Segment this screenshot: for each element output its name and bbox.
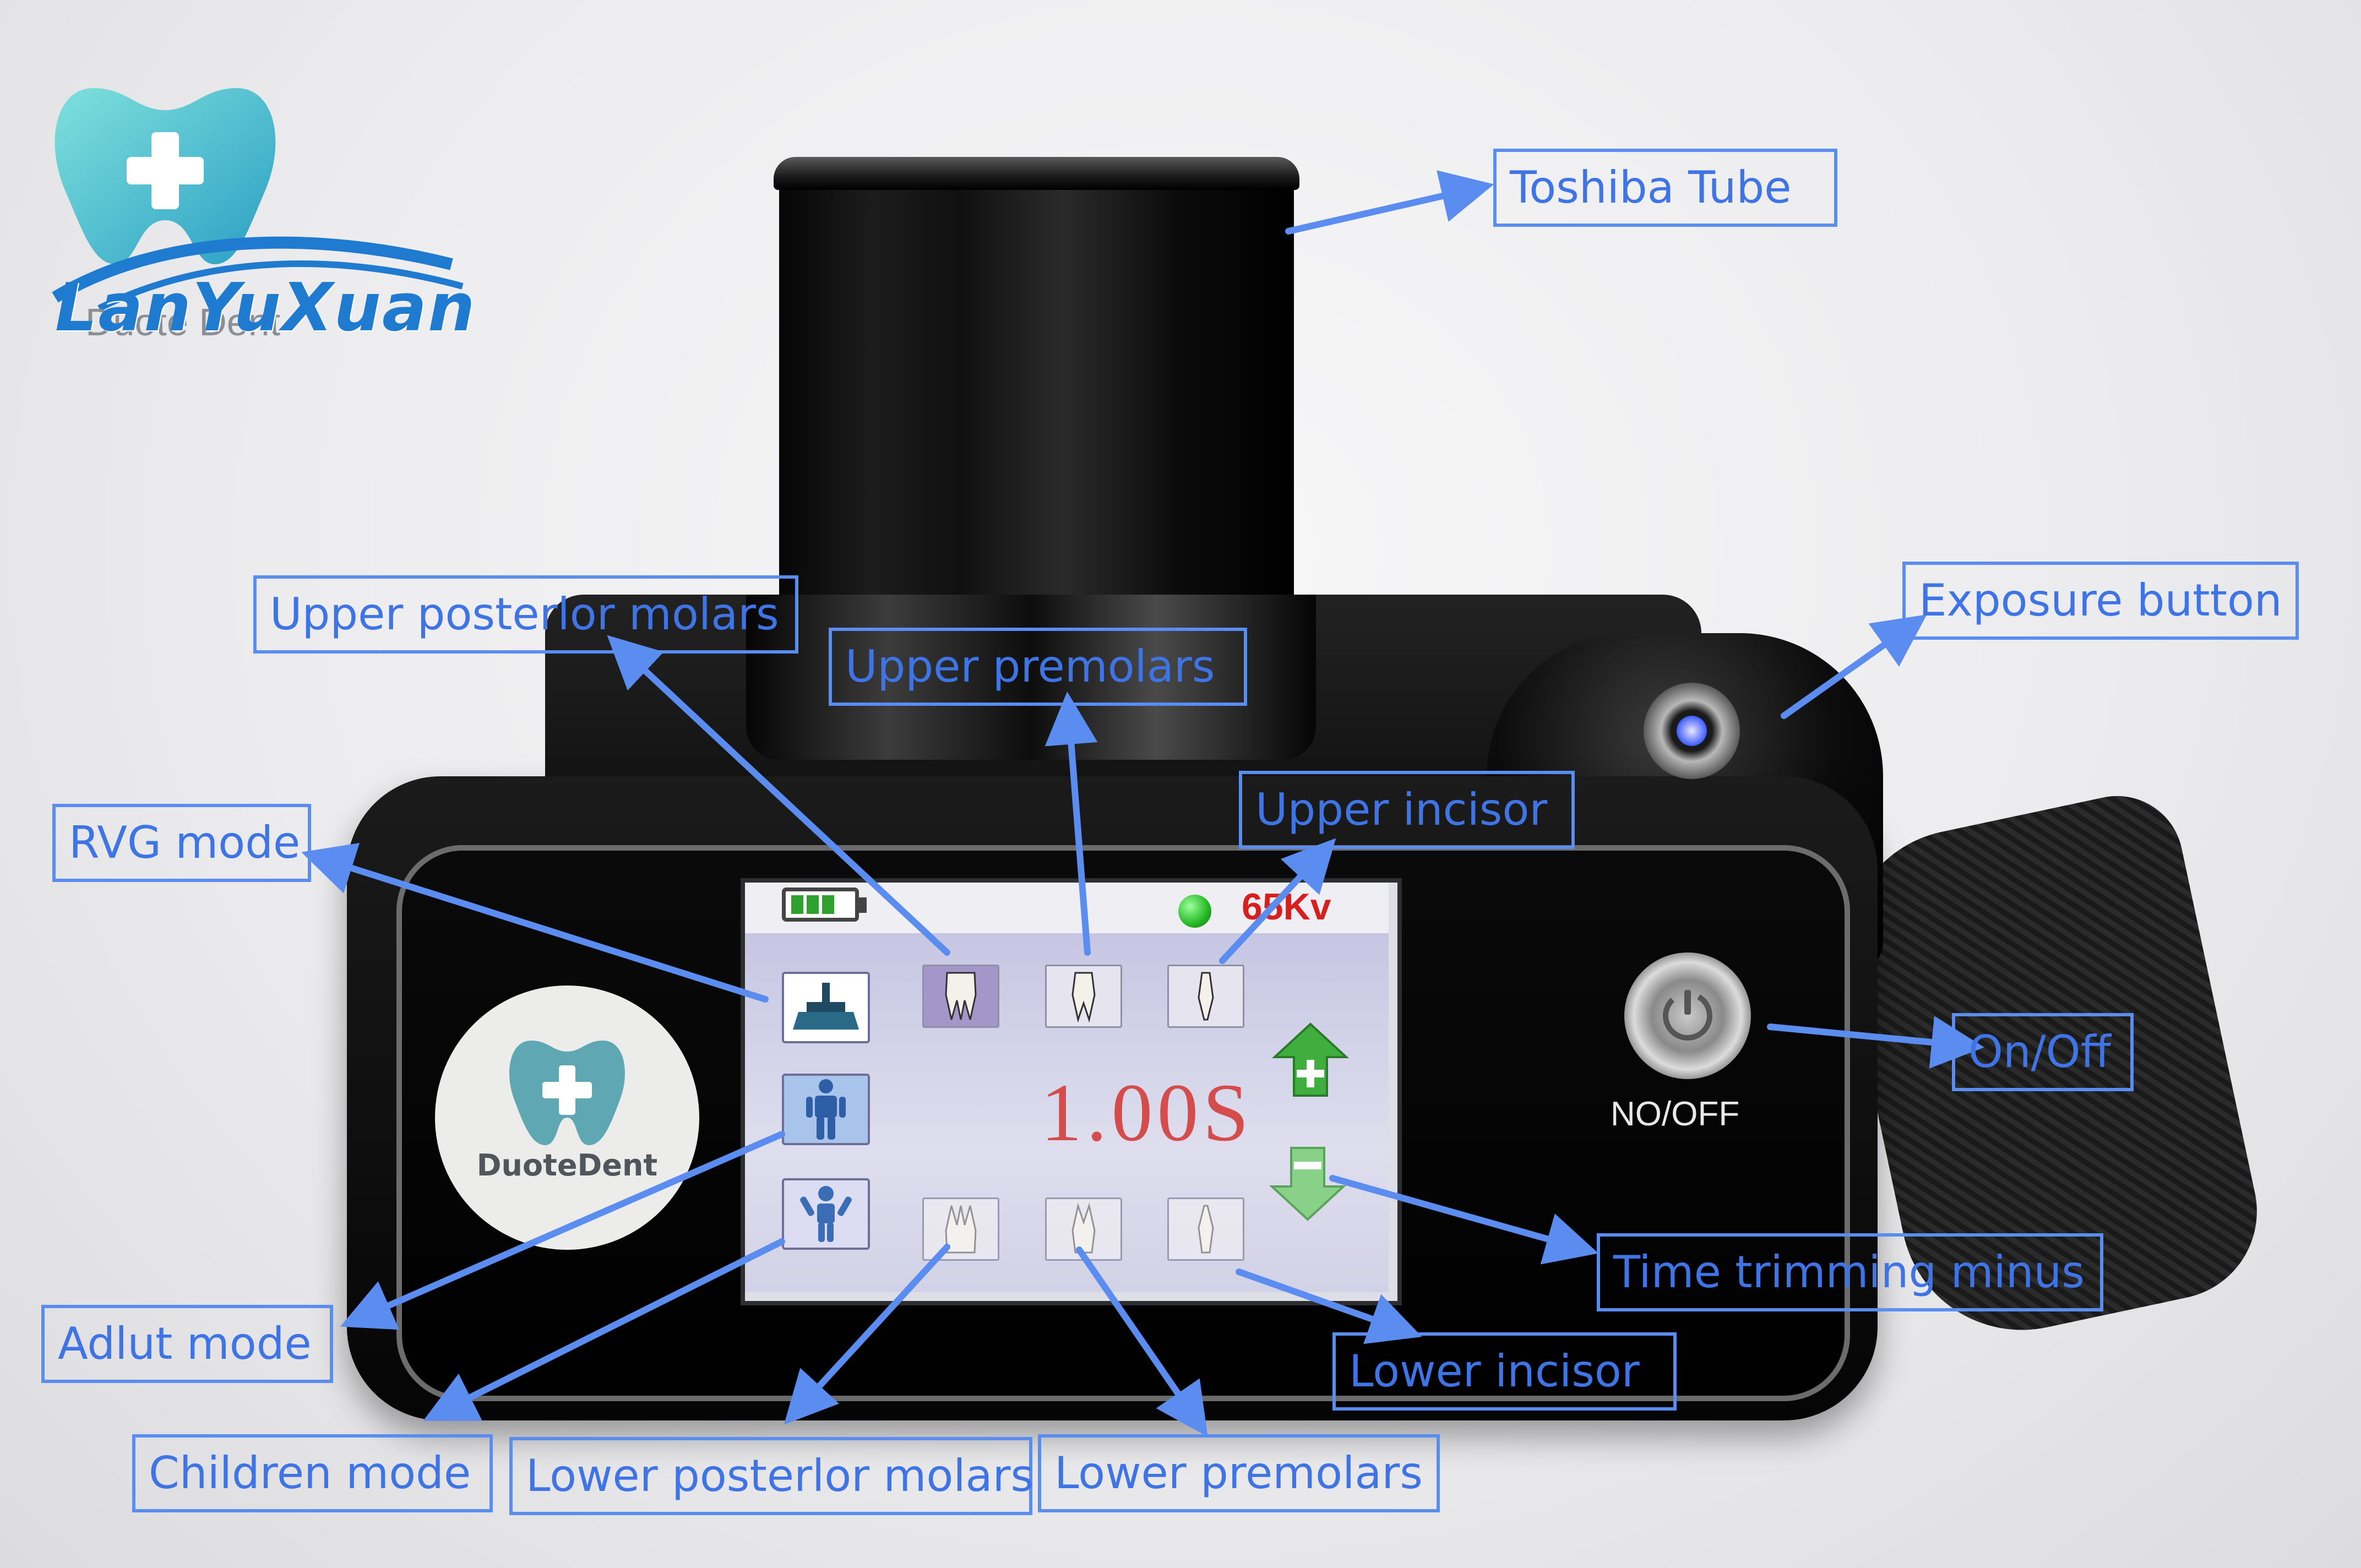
battery-icon <box>782 888 859 922</box>
callout-toshiba-tube: Toshiba Tube <box>1493 149 1837 227</box>
rvg-mode-button[interactable] <box>782 972 870 1043</box>
sensor-icon <box>793 983 859 1030</box>
callout-on-off: On/Off <box>1952 1013 2134 1091</box>
power-button[interactable] <box>1624 952 1751 1079</box>
xray-tube-rim <box>774 157 1299 190</box>
callout-time-trimming-minus: Time trimming minus <box>1597 1233 2103 1311</box>
kv-readout: 65Kv <box>1242 886 1331 928</box>
lower-incisor-button[interactable] <box>1167 1197 1244 1261</box>
callout-exposure-button: Exposure button <box>1902 562 2299 640</box>
tooth-plus-icon <box>52 88 464 312</box>
callout-lower-premolars: Lower premolars <box>1038 1434 1440 1512</box>
brand-subtext: Duote Dent <box>85 301 281 344</box>
callout-children-mode: Children mode <box>132 1434 493 1512</box>
battery-tip <box>859 897 867 913</box>
callout-upper-premolars: Upper premolars <box>829 628 1247 706</box>
upper-molars-button[interactable] <box>922 965 999 1028</box>
brand-logo: Duote Dent LanYuXuan <box>33 66 496 352</box>
callout-rvg-mode: RVG mode <box>52 804 311 882</box>
arrow-down-minus-icon <box>1269 1147 1346 1221</box>
exposure-time-value: 1.00S <box>1041 1067 1253 1158</box>
callout-upper-incisor: Upper incisor <box>1239 771 1575 849</box>
tooth-icon <box>1071 1203 1096 1254</box>
upper-premolars-button[interactable] <box>1045 965 1122 1028</box>
tooth-icon <box>1071 972 1096 1022</box>
time-minus-button[interactable] <box>1269 1145 1346 1222</box>
child-person-icon <box>800 1186 852 1242</box>
status-led-icon <box>1178 895 1211 928</box>
tooth-icon <box>945 1205 977 1254</box>
callout-upper-posterior-molars: Upper posterlor molars <box>253 575 798 654</box>
exposure-button[interactable] <box>1644 683 1740 779</box>
callout-lower-incisor: Lower incisor <box>1332 1332 1677 1411</box>
xray-tube <box>779 157 1294 614</box>
tooth-icon <box>1198 972 1214 1021</box>
power-label: NO/OFF <box>1611 1095 1740 1133</box>
tooth-plus-icon <box>509 1041 625 1145</box>
brand-text: LanYuXuan <box>55 270 476 346</box>
adult-mode-button[interactable] <box>782 1074 870 1145</box>
tooth-icon <box>1198 1205 1214 1254</box>
lower-molars-button[interactable] <box>922 1197 999 1261</box>
time-plus-button[interactable] <box>1272 1021 1349 1098</box>
exposure-led-icon <box>1677 716 1707 746</box>
upper-incisor-button[interactable] <box>1167 965 1244 1028</box>
callout-lower-posterior-molars: Lower posterlor molars <box>509 1437 1033 1515</box>
lower-premolars-button[interactable] <box>1045 1197 1122 1261</box>
sticker-text: DuoteDent <box>476 1148 658 1183</box>
callout-adult-mode: Adlut mode <box>41 1305 333 1383</box>
tooth-icon <box>945 972 977 1020</box>
adult-person-icon <box>806 1079 846 1140</box>
arrow-up-plus-icon <box>1272 1022 1349 1097</box>
power-icon <box>1663 990 1712 1041</box>
children-mode-button[interactable] <box>782 1178 870 1250</box>
